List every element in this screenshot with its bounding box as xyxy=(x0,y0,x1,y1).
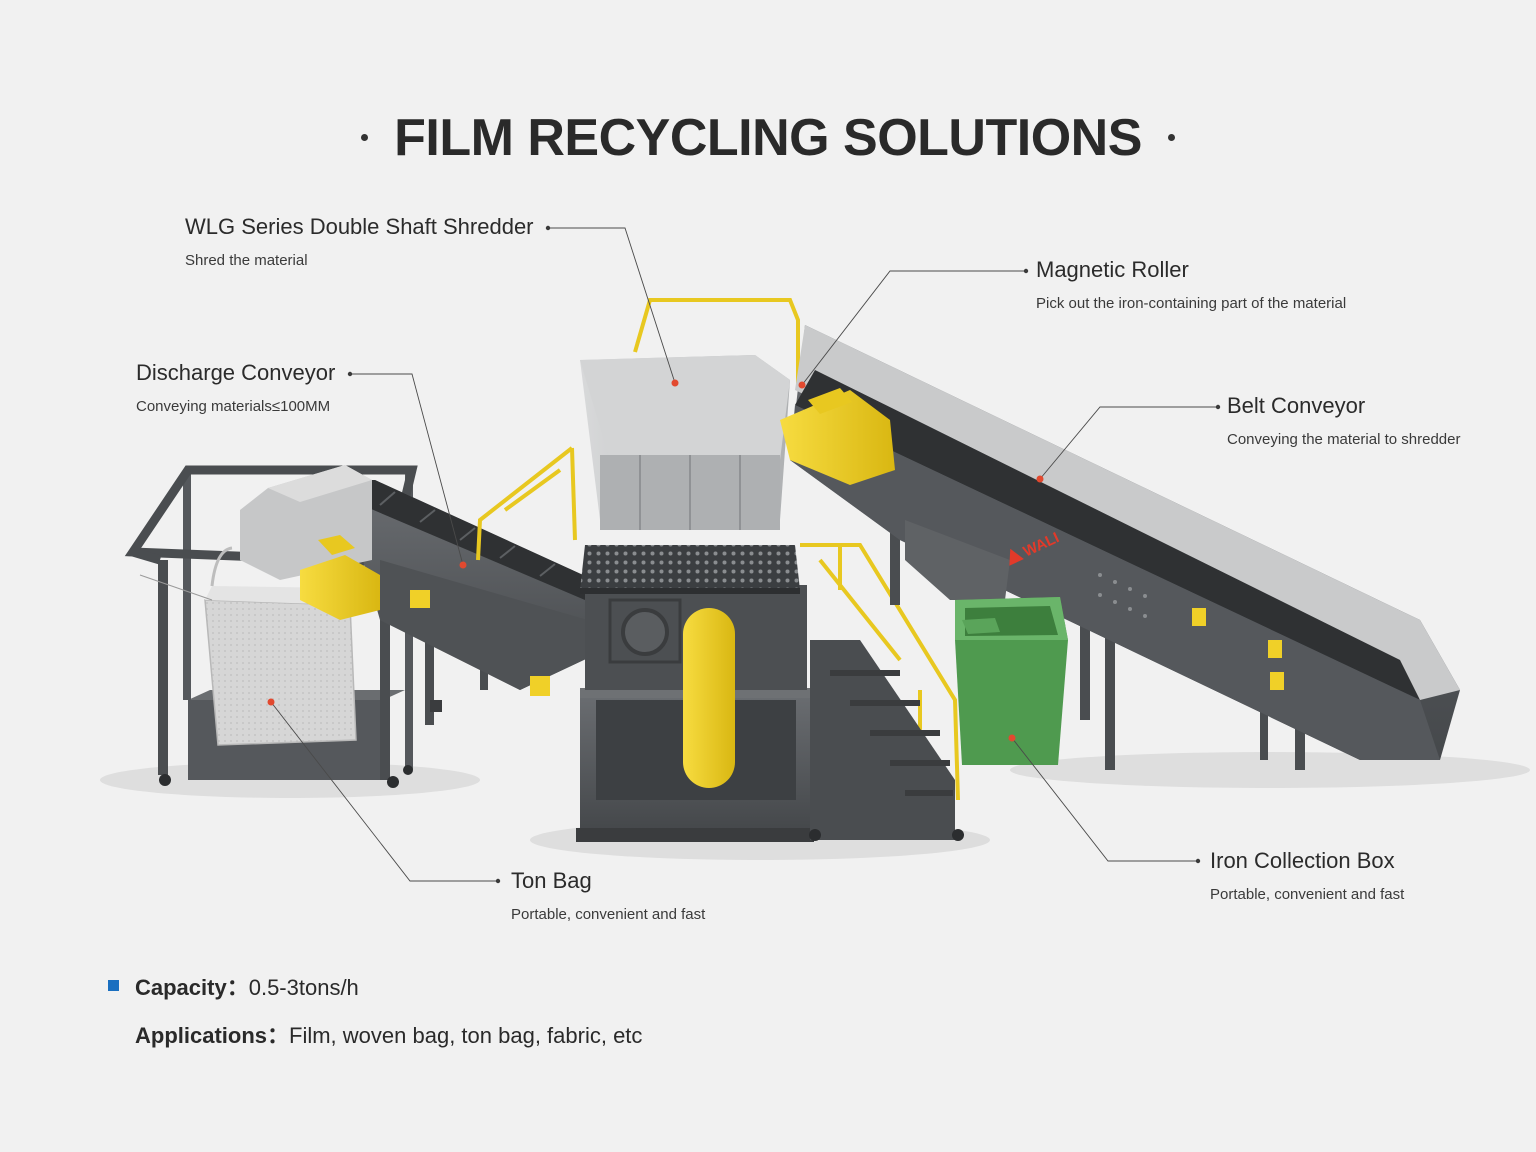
label-belt-desc: Conveying the material to shredder xyxy=(1227,431,1461,448)
label-discharge-name: Discharge Conveyor xyxy=(136,360,336,385)
yellow-railings xyxy=(476,298,960,801)
leader-end-dots xyxy=(347,225,1221,884)
label-tonbag-desc: Portable, convenient and fast xyxy=(511,906,706,923)
iron-collection-box xyxy=(955,597,1068,765)
label-ton-bag: Ton Bag Portable, convenient and fast xyxy=(511,868,705,923)
spec-bullet-square xyxy=(108,980,119,991)
spec-applications-label: Applications： xyxy=(135,1023,290,1048)
page-title-text: FILM RECYCLING SOLUTIONS xyxy=(394,109,1142,167)
stairs xyxy=(809,640,964,841)
title-dot-left xyxy=(361,133,369,141)
label-shredder-desc: Shred the material xyxy=(185,252,308,269)
title-dot-right xyxy=(1167,133,1175,141)
label-belt-conveyor: Belt Conveyor Conveying the material to … xyxy=(1227,393,1460,448)
label-magnetic-name: Magnetic Roller xyxy=(1036,257,1189,282)
label-magnetic-desc: Pick out the iron-containing part of the… xyxy=(1036,295,1347,312)
label-shredder: WLG Series Double Shaft Shredder Shred t… xyxy=(185,214,534,269)
label-discharge-conveyor: Discharge Conveyor Conveying materials≤1… xyxy=(136,360,335,415)
page-title: FILM RECYCLING SOLUTIONS xyxy=(0,108,1536,168)
shredder xyxy=(576,355,814,842)
spec-capacity: Capacity：0.5-3tons/h xyxy=(135,970,359,1002)
spec-applications-value: Film, woven bag, ton bag, fabric, etc xyxy=(289,1023,643,1048)
label-tonbag-name: Ton Bag xyxy=(511,868,592,893)
leader-lines xyxy=(270,227,1218,882)
discharge-conveyor xyxy=(240,465,605,725)
label-iron-collection-box: Iron Collection Box Portable, convenient… xyxy=(1210,848,1404,903)
belt-conveyor xyxy=(780,325,1460,770)
spec-capacity-label: Capacity： xyxy=(135,975,249,1000)
label-ironbox-desc: Portable, convenient and fast xyxy=(1210,886,1405,903)
component-markers xyxy=(267,379,1044,742)
label-magnetic-roller: Magnetic Roller Pick out the iron-contai… xyxy=(1036,257,1346,312)
label-belt-name: Belt Conveyor xyxy=(1227,393,1366,418)
spec-applications: Applications：Film, woven bag, ton bag, f… xyxy=(135,1018,642,1050)
spec-capacity-value: 0.5-3tons/h xyxy=(248,975,359,1000)
label-discharge-desc: Conveying materials≤100MM xyxy=(136,398,331,415)
label-ironbox-name: Iron Collection Box xyxy=(1210,848,1395,873)
label-shredder-name: WLG Series Double Shaft Shredder xyxy=(185,214,534,239)
